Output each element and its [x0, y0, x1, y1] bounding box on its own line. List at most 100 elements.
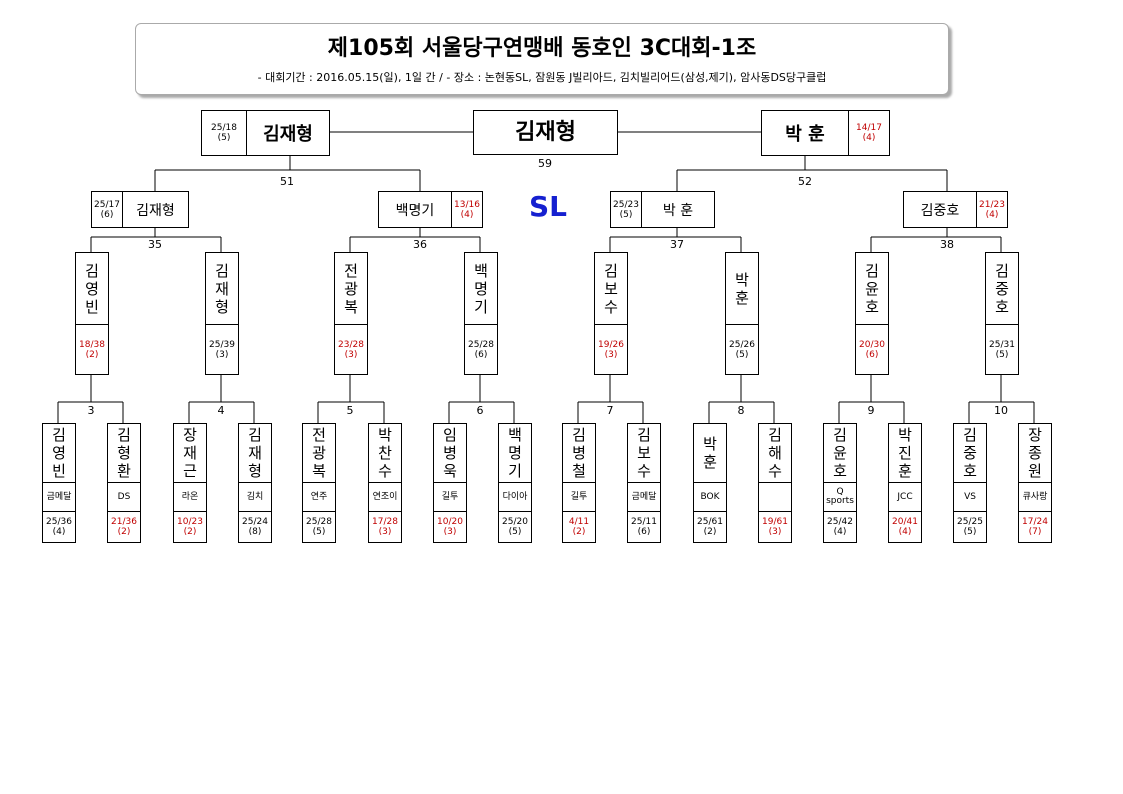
score-text: 19/61	[762, 517, 788, 527]
final-player-right: 박 훈 14/17 (4)	[761, 110, 890, 156]
player-club	[759, 483, 791, 512]
score-text: 19/26	[598, 339, 624, 350]
player-club: Q sports	[824, 483, 856, 512]
name-char: 영	[52, 444, 66, 462]
semi-player-1: 25/17 (6) 김재형	[91, 191, 189, 228]
inning-text: (3)	[604, 349, 618, 360]
inning-text: (2)	[183, 527, 197, 537]
score-text: 25/26	[729, 339, 755, 350]
name-char: 김	[52, 426, 66, 444]
inning-text: (3)	[344, 349, 358, 360]
final-left-score: 25/18 (5)	[202, 111, 247, 155]
final-right-name: 박 훈	[785, 124, 825, 145]
name-char: 훈	[735, 288, 749, 307]
score-text: 21/23	[979, 199, 1005, 210]
inning-text: (6)	[637, 527, 651, 537]
player-score: 19/61(3)	[759, 512, 791, 542]
inning-text: (4)	[985, 209, 999, 220]
name-char: 임	[443, 426, 457, 444]
final-right-score: 14/17 (4)	[848, 111, 889, 155]
match-number-9: 9	[866, 404, 876, 417]
event-info: - 대회기간 : 2016.05.15(일), 1일 간 / - 장소 : 논현…	[257, 71, 827, 84]
score-text: 14/17	[856, 123, 882, 133]
name-char: 박	[735, 270, 749, 289]
name-char: 찬	[378, 444, 392, 462]
name-char: 김	[604, 261, 618, 280]
inning-text: (3)	[378, 527, 392, 537]
score-text: 17/28	[372, 517, 398, 527]
name-char: 김	[215, 261, 229, 280]
player-score: 25/26(5)	[726, 325, 758, 374]
player-club: 금메달	[628, 483, 660, 512]
player-score: 10/23(2)	[174, 512, 206, 542]
name-char: 수	[768, 462, 782, 480]
semi-1-score: 25/17 (6)	[92, 192, 123, 227]
name-char: 호	[995, 297, 1009, 316]
inning-text: (8)	[248, 527, 262, 537]
semi-2-name: 백명기	[395, 202, 435, 219]
player-club: 큐사랑	[1019, 483, 1051, 512]
player-club: 라온	[174, 483, 206, 512]
score-text: 25/31	[989, 339, 1015, 350]
player-score: 25/28(6)	[465, 325, 497, 374]
name-char: 기	[474, 297, 488, 316]
player-score: 25/11(6)	[628, 512, 660, 542]
name-char: 김	[963, 426, 977, 444]
score-text: 25/17	[94, 199, 120, 210]
score-text: 25/39	[209, 339, 235, 350]
player-score: 25/39(3)	[206, 325, 238, 374]
name-char: 수	[378, 462, 392, 480]
inning-text: (4)	[898, 527, 912, 537]
semi-player-3: 25/23 (5) 박 훈	[610, 191, 715, 228]
score-text: 4/11	[568, 517, 590, 527]
name-char: 명	[474, 279, 488, 298]
name-char: 전	[312, 426, 326, 444]
player-score: 17/28(3)	[369, 512, 401, 542]
match-number-38: 38	[939, 238, 955, 251]
score-text: 18/38	[79, 339, 105, 350]
player-club: JCC	[889, 483, 921, 512]
semi-3-name: 박 훈	[662, 202, 694, 219]
match-number-4: 4	[216, 404, 226, 417]
name-char: 복	[344, 297, 358, 316]
champion-box: 김재형	[473, 110, 618, 155]
name-char: 호	[963, 462, 977, 480]
name-char: 빈	[85, 297, 99, 316]
score-text: 25/24	[242, 517, 268, 527]
score-text: 20/41	[892, 517, 918, 527]
match-number-7: 7	[605, 404, 615, 417]
player-score: 25/36(4)	[43, 512, 75, 542]
player-score: 20/41(4)	[889, 512, 921, 542]
name-char: 훈	[703, 453, 717, 471]
title-banner: 제105회 서울당구연맹배 동호인 3C대회-1조 - 대회기간 : 2016.…	[135, 23, 949, 95]
player-club: 연주	[303, 483, 335, 512]
name-char: 기	[508, 462, 522, 480]
inning-text: (7)	[1028, 527, 1042, 537]
name-char: 광	[344, 279, 358, 298]
score-text: 10/23	[177, 517, 203, 527]
inning-text: (6)	[474, 349, 488, 360]
inning-text: (5)	[508, 527, 522, 537]
inning-text: (2)	[703, 527, 717, 537]
player-club: 길투	[563, 483, 595, 512]
score-text: 25/20	[502, 517, 528, 527]
name-char: 박	[378, 426, 392, 444]
inning-text: (2)	[572, 527, 586, 537]
